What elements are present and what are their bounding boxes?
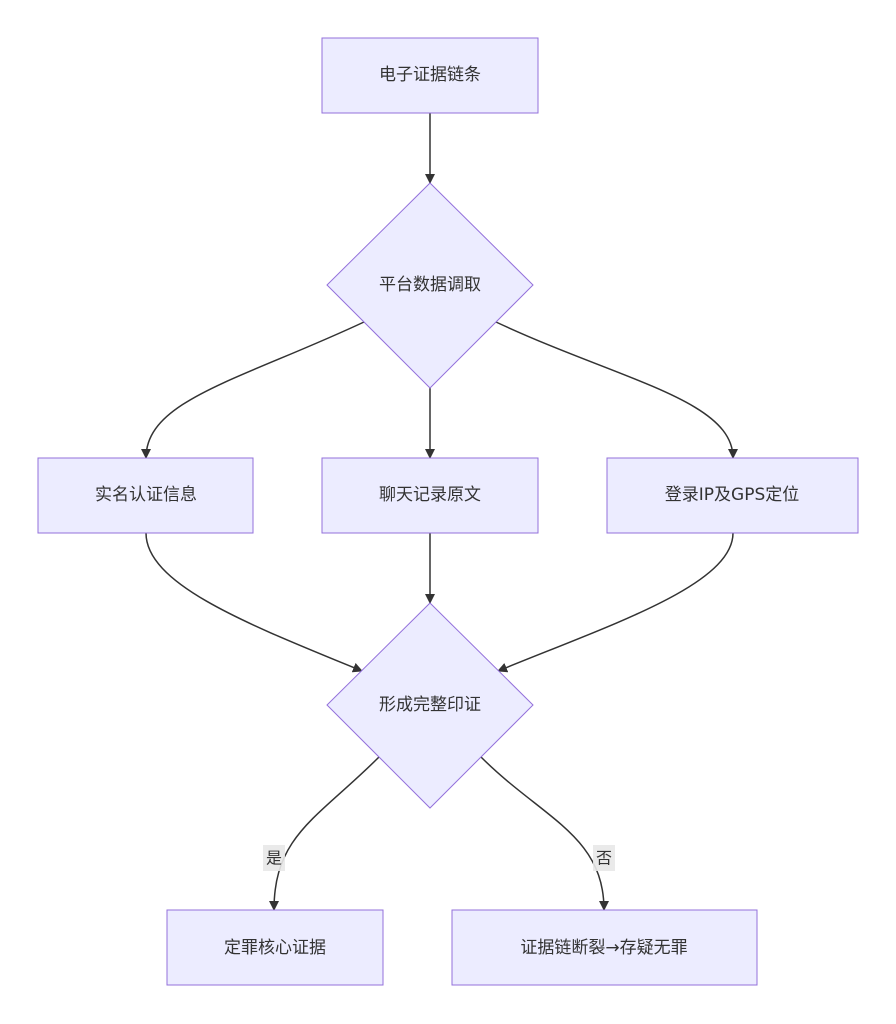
node-doubt: 证据链断裂→存疑无罪 xyxy=(451,909,758,986)
edges xyxy=(141,113,738,911)
node-login-box xyxy=(606,457,859,534)
edge-label-yes-bg xyxy=(263,845,285,871)
node-doubt-box xyxy=(451,909,758,986)
node-platform-label: 平台数据调取 xyxy=(379,275,481,295)
node-platform: 平台数据调取 xyxy=(326,182,534,389)
node-start: 电子证据链条 xyxy=(321,37,539,114)
node-platform-diamond xyxy=(326,182,534,389)
edge-label-no: 否 xyxy=(596,849,612,868)
edge-label-yes-group: 是 xyxy=(263,845,285,871)
node-realname: 实名认证信息 xyxy=(37,457,254,534)
node-login: 登录IP及GPS定位 xyxy=(606,457,859,534)
edge-label-no-bg xyxy=(593,845,615,871)
edge-label-no-group: 否 xyxy=(593,845,615,871)
edge-label-yes: 是 xyxy=(266,849,282,868)
node-chat: 聊天记录原文 xyxy=(321,457,539,534)
node-guilty-label: 定罪核心证据 xyxy=(224,938,326,958)
node-chat-box xyxy=(321,457,539,534)
edge-corroborate-to-guilty xyxy=(269,756,380,911)
edge-realname-to-corroborate xyxy=(145,532,363,673)
edge-login-to-corroborate xyxy=(497,532,734,673)
node-corroborate: 形成完整印证 xyxy=(326,602,534,809)
node-doubt-label: 证据链断裂→存疑无罪 xyxy=(520,938,687,958)
node-start-label: 电子证据链条 xyxy=(379,65,481,85)
edge-platform-to-realname xyxy=(141,321,365,459)
node-realname-label: 实名认证信息 xyxy=(95,485,197,505)
edge-corroborate-to-doubt xyxy=(480,756,609,911)
node-guilty-box xyxy=(166,909,384,986)
node-corroborate-diamond xyxy=(326,602,534,809)
node-login-label: 登录IP及GPS定位 xyxy=(665,485,799,505)
node-guilty: 定罪核心证据 xyxy=(166,909,384,986)
node-corroborate-label: 形成完整印证 xyxy=(379,695,481,715)
edge-platform-to-login xyxy=(495,321,738,459)
node-realname-box xyxy=(37,457,254,534)
node-chat-label: 聊天记录原文 xyxy=(379,485,481,505)
node-start-box xyxy=(321,37,539,114)
